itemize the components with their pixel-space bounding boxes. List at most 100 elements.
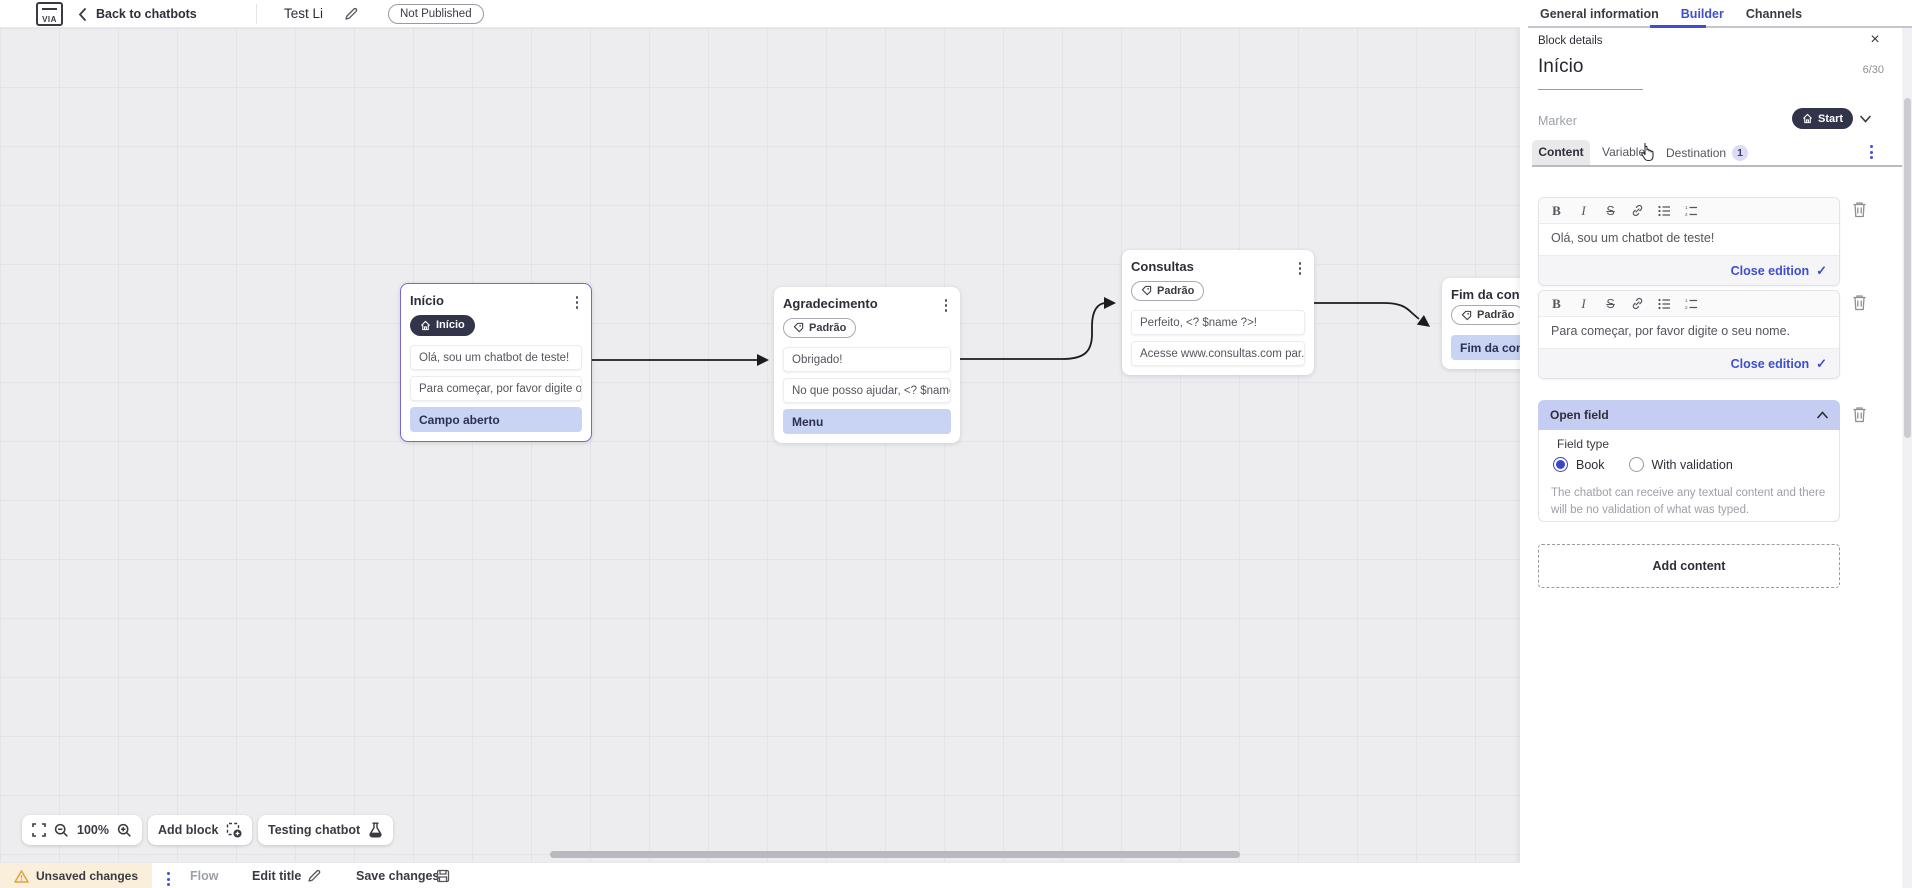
block-message-item[interactable]: No que posso ajudar, <? $name ... — [783, 378, 951, 403]
tab-general-information[interactable]: General information — [1540, 7, 1659, 21]
editor-text[interactable]: Para começar, por favor digite o seu nom… — [1539, 317, 1839, 348]
close-edition-button[interactable]: Close edition ✓ — [1539, 255, 1839, 285]
italic-icon[interactable]: I — [1581, 202, 1586, 218]
strikethrough-icon[interactable]: S — [1606, 296, 1615, 311]
block-name-input[interactable]: Início — [1538, 56, 1584, 77]
strikethrough-icon[interactable]: S — [1606, 203, 1615, 218]
flow-block-inicio[interactable]: Início Início Olá, sou um chatbot de tes… — [400, 283, 592, 442]
tab-channels[interactable]: Channels — [1745, 7, 1803, 21]
edit-title-button[interactable]: Edit title — [252, 869, 302, 883]
flow-canvas[interactable]: Início Início Olá, sou um chatbot de tes… — [0, 28, 1520, 862]
horizontal-scrollbar[interactable] — [550, 851, 1240, 858]
bold-icon[interactable]: B — [1552, 295, 1561, 311]
tag-icon — [1461, 310, 1472, 320]
block-message-item[interactable]: Para começar, por favor digite o ... — [410, 375, 582, 401]
delete-content-icon[interactable] — [1852, 201, 1867, 218]
bullet-list-icon[interactable] — [1651, 205, 1678, 217]
unsaved-changes-indicator: Unsaved changes — [0, 863, 152, 888]
block-title: Agradecimento — [783, 296, 878, 311]
chatbot-title[interactable]: Test Li — [284, 6, 324, 21]
flow-block-consultas[interactable]: Consultas Padrão Perfeito, <? $name ?>! … — [1122, 250, 1314, 375]
input-underline — [1538, 89, 1643, 90]
block-message-item[interactable]: Obrigado! — [783, 347, 951, 372]
home-icon — [420, 320, 431, 330]
delete-content-icon[interactable] — [1852, 406, 1867, 423]
home-icon — [1802, 113, 1813, 124]
destination-count-badge: 1 — [1732, 144, 1749, 161]
app-logo-icon[interactable]: VIA — [36, 2, 63, 26]
edit-title-pencil-icon[interactable] — [344, 7, 358, 21]
open-field-section: Open field Field type Book With validati… — [1538, 400, 1840, 522]
panel-scrollbar-track[interactable] — [1902, 28, 1912, 888]
delete-content-icon[interactable] — [1852, 294, 1867, 311]
flow-view-label[interactable]: Flow — [190, 869, 219, 883]
character-counter: 6/30 — [1862, 64, 1884, 76]
add-block-button[interactable]: Add block — [148, 815, 253, 845]
link-icon[interactable] — [1624, 297, 1651, 310]
svg-text:1: 1 — [1685, 298, 1688, 303]
marker-start-pill[interactable]: Start — [1792, 108, 1854, 129]
panel-tab-content[interactable]: Content — [1532, 140, 1590, 165]
svg-text:2: 2 — [1685, 305, 1688, 310]
italic-icon[interactable]: I — [1581, 295, 1586, 311]
active-tab-indicator — [1650, 25, 1706, 28]
tab-builder[interactable]: Builder — [1680, 7, 1724, 21]
block-openfield-item[interactable]: Campo aberto — [410, 406, 582, 432]
testing-chatbot-button[interactable]: Testing chatbot — [258, 815, 394, 845]
check-icon: ✓ — [1816, 262, 1827, 278]
chevron-left-icon — [78, 7, 86, 21]
publish-status-badge: Not Published — [388, 4, 484, 24]
flow-block-agradecimento[interactable]: Agradecimento Padrão Obrigado! No que po… — [774, 287, 960, 443]
open-field-header[interactable]: Open field — [1538, 400, 1840, 430]
radio-option-with-validation[interactable]: With validation — [1628, 457, 1733, 472]
block-menu-icon[interactable] — [572, 293, 583, 312]
topbar-separator — [256, 4, 257, 24]
marker-label: Marker — [1538, 114, 1577, 128]
block-message-item[interactable]: Olá, sou um chatbot de teste! — [410, 344, 582, 370]
block-title: Consultas — [1131, 259, 1194, 274]
radio-option-book[interactable]: Book — [1553, 457, 1605, 472]
editor-text[interactable]: Olá, sou um chatbot de teste! — [1539, 224, 1839, 255]
bullet-list-icon[interactable] — [1651, 298, 1678, 310]
logo-text: VIA — [42, 15, 57, 24]
block-message-item[interactable]: Acesse www.consultas.com par... — [1131, 341, 1305, 366]
block-menu-icon[interactable] — [1295, 259, 1306, 278]
close-icon[interactable]: × — [1870, 31, 1880, 48]
flow-block-fim-da-conversa[interactable]: Fim da conversa Padrão Fim da conversa — [1442, 278, 1520, 369]
fullscreen-icon[interactable] — [32, 823, 46, 837]
zoom-out-icon[interactable] — [54, 823, 69, 838]
chevron-down-icon[interactable] — [1860, 115, 1871, 123]
block-menu-item[interactable]: Menu — [783, 409, 951, 434]
radio-unselected[interactable] — [1628, 457, 1644, 472]
bold-icon[interactable]: B — [1552, 202, 1561, 218]
main-tabs: General information Builder Channels — [1540, 0, 1802, 28]
field-type-helper-text: The chatbot can receive any textual cont… — [1551, 487, 1826, 516]
block-title: Início — [410, 293, 444, 308]
svg-text:1: 1 — [1685, 205, 1688, 210]
tag-icon — [793, 322, 804, 333]
panel-menu-icon[interactable] — [1866, 142, 1877, 162]
close-edition-button[interactable]: Close edition ✓ — [1539, 348, 1839, 378]
save-changes-button[interactable]: Save changes — [356, 869, 440, 883]
back-to-chatbots-button[interactable]: Back to chatbots — [78, 0, 197, 28]
block-end-item[interactable]: Fim da conversa — [1451, 334, 1520, 360]
block-menu-icon[interactable] — [941, 296, 952, 315]
radio-selected[interactable] — [1553, 457, 1568, 472]
panel-tab-destination[interactable]: Destination 1 — [1666, 140, 1749, 165]
zoom-in-icon[interactable] — [117, 823, 132, 838]
panel-scrollbar-thumb[interactable] — [1903, 98, 1911, 438]
statusbar-menu-icon[interactable] — [163, 869, 174, 888]
add-content-button[interactable]: Add content — [1538, 544, 1840, 588]
panel-title: Block details — [1538, 35, 1603, 47]
block-message-item[interactable]: Perfeito, <? $name ?>! — [1131, 310, 1305, 335]
pencil-icon[interactable] — [307, 869, 321, 883]
tag-icon — [1141, 285, 1152, 296]
link-icon[interactable] — [1624, 204, 1651, 217]
connection-wires — [592, 297, 1431, 366]
save-icon[interactable] — [436, 869, 450, 883]
block-title: Fim da conversa — [1451, 287, 1520, 302]
panel-tab-variables[interactable]: Variables — [1602, 145, 1652, 159]
